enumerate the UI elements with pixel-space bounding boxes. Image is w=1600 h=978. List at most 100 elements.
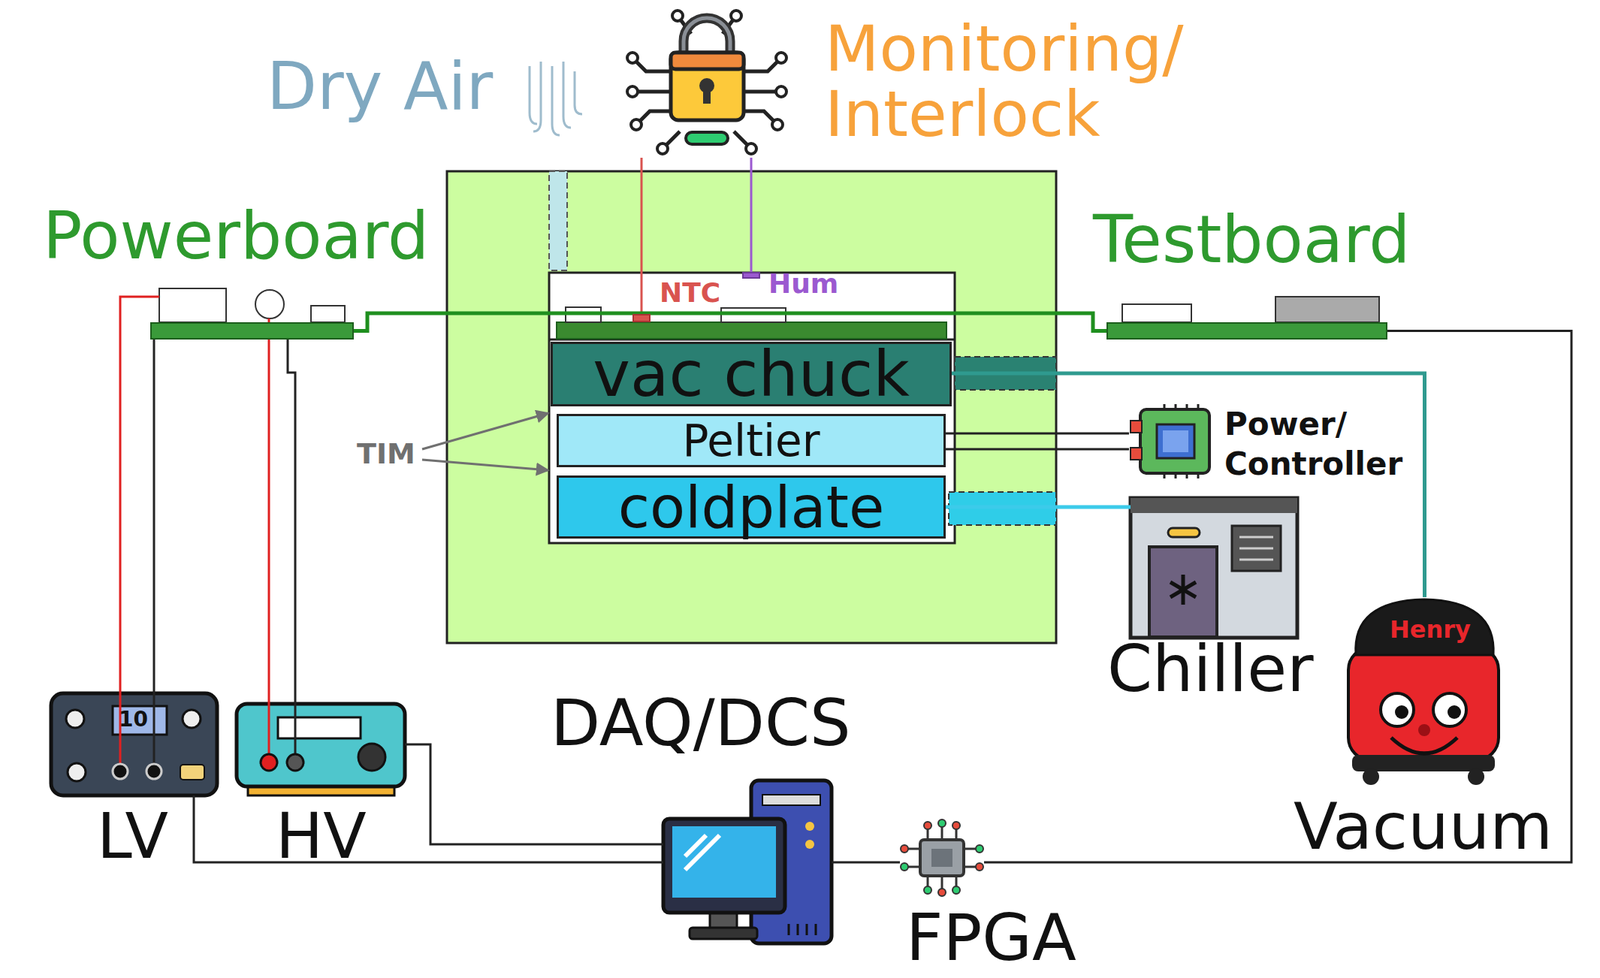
lock-icon-part-part xyxy=(743,60,779,72)
lv-supply-icon-part xyxy=(153,693,156,772)
lock-icon-part-part xyxy=(630,119,642,130)
hv-supply-icon-part xyxy=(260,754,278,771)
vacuum-icon-part xyxy=(1355,599,1494,656)
powerboard: Powerboard xyxy=(150,322,354,340)
fpga-icon-part-part xyxy=(963,866,977,869)
connector-line xyxy=(153,339,156,694)
ntc-sensor: NTC xyxy=(632,313,651,323)
chiller-icon-part xyxy=(1149,546,1217,637)
lock-icon-part-part xyxy=(634,60,671,72)
node-label: Chiller xyxy=(1107,636,1314,701)
enclosure-part xyxy=(556,322,947,339)
dry-air-icon-part xyxy=(533,61,541,132)
computer-icon-part-part xyxy=(796,923,800,936)
connector xyxy=(945,507,1131,508)
fpga-node: FPGA xyxy=(899,821,985,902)
board-parts-part xyxy=(310,305,345,323)
connector xyxy=(120,296,160,694)
connector xyxy=(641,157,643,314)
connector-line xyxy=(831,861,900,864)
board-parts-part xyxy=(1122,304,1192,323)
chiller-icon-part xyxy=(1231,525,1281,571)
fpga-icon-part-part xyxy=(907,848,921,851)
controller-chip-icon-part xyxy=(1130,420,1142,433)
lock-icon-part-part xyxy=(775,52,787,64)
lock-icon-part-part xyxy=(657,143,668,154)
vacuum-icon-part xyxy=(1394,705,1409,719)
enclosure-part xyxy=(549,171,568,271)
computer-icon-part xyxy=(672,826,776,898)
vacuum-icon-part xyxy=(1433,693,1467,727)
node-label: vac chuck xyxy=(592,342,910,406)
fpga-icon-part xyxy=(907,826,977,890)
fpga-icon-part-part xyxy=(926,875,930,888)
connector xyxy=(268,318,296,704)
chiller-icon-part xyxy=(1130,498,1298,514)
chiller-icon-part-part xyxy=(1170,582,1196,598)
power-controller-node: Power/ Controller xyxy=(1129,404,1214,477)
dry-air-icon-part xyxy=(574,71,583,115)
node-label: Vacuum xyxy=(1293,793,1553,859)
connector-line xyxy=(951,373,1425,598)
chiller-icon-part xyxy=(1239,537,1274,560)
lock-icon-part-part xyxy=(636,90,671,94)
vac-chuck-box: vac chuck xyxy=(550,341,952,407)
connector-line xyxy=(353,313,1107,332)
lock-icon-part xyxy=(670,52,744,121)
connector xyxy=(831,862,900,864)
testboard: Testboard xyxy=(1106,322,1388,340)
vacuum-icon xyxy=(1348,599,1499,785)
connector-line xyxy=(404,744,664,845)
board-parts-part xyxy=(1275,296,1380,323)
fpga-icon-part-part xyxy=(952,886,960,894)
controller-chip-icon-part xyxy=(1140,409,1210,474)
fpga-icon-part-part xyxy=(975,845,984,853)
chiller-icon-part-part xyxy=(1239,547,1274,550)
node-label: HV xyxy=(275,804,367,868)
pipes xyxy=(948,356,1057,526)
connector-line xyxy=(193,795,664,863)
fpga-icon-part-part xyxy=(900,863,909,871)
node-label: Monitoring/ Interlock xyxy=(824,16,1231,147)
connector-line xyxy=(945,448,1130,451)
fpga-icon-part-part xyxy=(941,826,944,840)
connector xyxy=(193,795,664,863)
dry-air-label: Dry Air xyxy=(266,54,493,120)
chiller-icon-part xyxy=(1130,498,1298,638)
computer-icon-part xyxy=(685,835,720,870)
vacuum-icon-part xyxy=(1467,768,1485,785)
fpga-icon-part-part xyxy=(923,821,932,830)
lock-icon-part-part xyxy=(672,10,683,22)
fpga-icon-part-part xyxy=(938,888,946,897)
lock-icon-part xyxy=(683,18,731,57)
fpga-icon-part-part xyxy=(907,866,921,869)
chiller-icon-part xyxy=(1168,528,1200,538)
coldplate-box: coldplate xyxy=(556,475,946,539)
connector-line xyxy=(268,318,271,704)
hv-supply-icon-part xyxy=(358,743,386,771)
lock-icon-part-part xyxy=(775,86,787,97)
lock-icon-part xyxy=(685,132,728,145)
tim-leaders-part xyxy=(422,413,549,450)
dry-air-icon-part xyxy=(552,66,560,136)
lock-icon-part xyxy=(634,18,779,147)
node-label: Power/ Controller xyxy=(1224,404,1413,484)
dry-air-icon xyxy=(529,61,583,136)
lock-icon-part xyxy=(683,18,731,57)
tim-leaders xyxy=(422,413,549,471)
node-label: Peltier xyxy=(682,419,820,463)
fpga-icon-part xyxy=(920,839,964,876)
fpga-icon-part xyxy=(931,848,953,867)
computer-icon-part-part xyxy=(815,923,818,936)
connector xyxy=(751,157,752,272)
fpga-icon-part-part xyxy=(963,848,977,851)
vacuum-icon-part xyxy=(1418,724,1431,737)
hv-supply-icon-part xyxy=(286,754,304,771)
hv-supply-icon-part xyxy=(236,703,405,787)
vacuum-icon-part xyxy=(1447,705,1462,719)
dry-air-icon-part xyxy=(529,66,538,124)
computer-icon-part xyxy=(805,821,815,831)
lock-icon-part xyxy=(703,85,711,104)
lock-icon-part-part xyxy=(772,119,783,130)
fpga-icon xyxy=(900,819,984,897)
